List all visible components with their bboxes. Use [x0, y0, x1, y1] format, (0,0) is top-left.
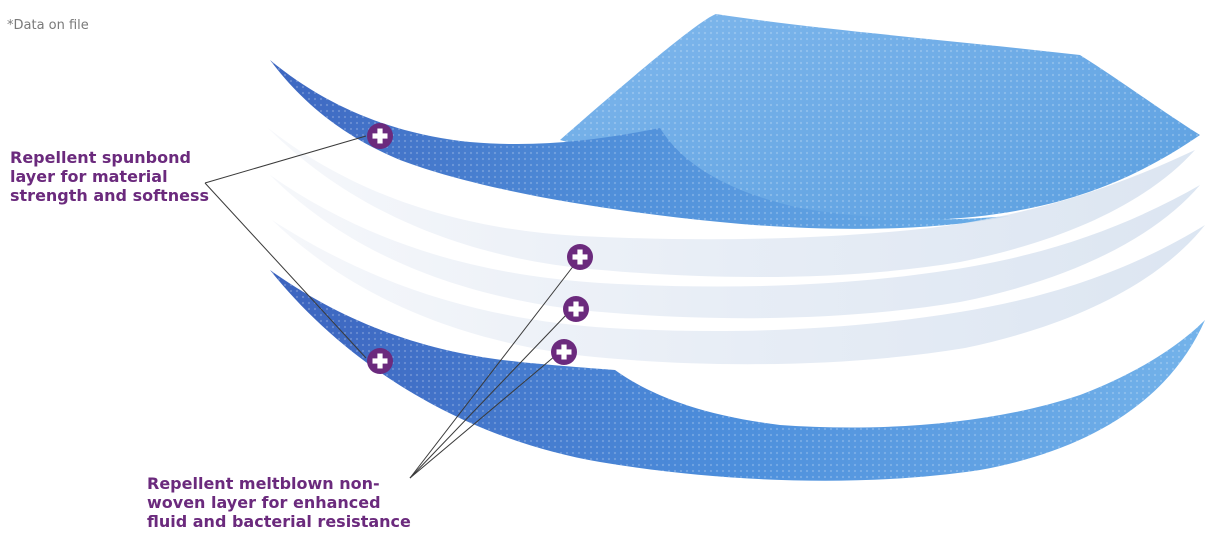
- plus-marker-icon: [563, 296, 589, 322]
- plus-marker-icon: [367, 348, 393, 374]
- plus-marker-icon: [367, 123, 393, 149]
- plus-marker-icon: [567, 244, 593, 270]
- meltblown-layer-label: Repellent meltblown non- woven layer for…: [147, 474, 412, 531]
- plus-marker-icon: [551, 339, 577, 365]
- spunbond-layer-label: Repellent spunbond layer for material st…: [10, 148, 230, 205]
